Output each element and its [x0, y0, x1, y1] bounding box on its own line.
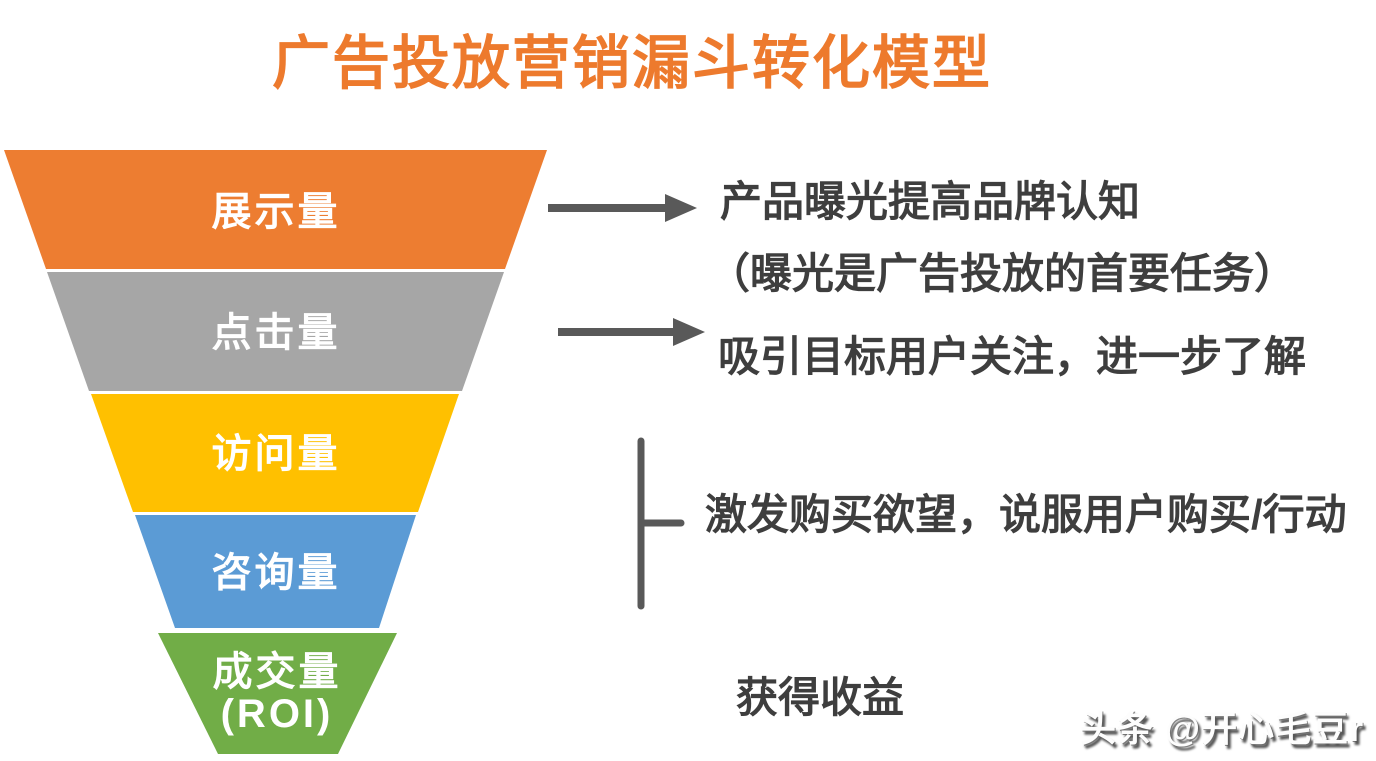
funnel-stage-clicks-label: 点击量	[211, 311, 341, 355]
annotation-desire-action: 激发购买欲望，说服用户购买/行动	[705, 491, 1347, 538]
funnel-stage-impressions-shape	[4, 150, 547, 269]
funnel-stage-deals-label-line2: (ROI)	[220, 692, 334, 736]
funnel-stage-inquiries-label: 咨询量	[211, 551, 341, 595]
funnel-stage-impressions-label: 展示量	[211, 190, 341, 234]
funnel-stage-visits-label: 访问量	[211, 432, 341, 476]
funnel-stage-inquiries-shape	[135, 515, 416, 628]
annotation-awareness-line1: 产品曝光提高品牌认知	[720, 178, 1141, 225]
arrow-right-icon	[548, 194, 697, 222]
funnel-stage-visits-shape	[91, 394, 459, 512]
arrow-right-icon	[558, 318, 705, 346]
funnel-stage-deals-label-line1: 成交量	[212, 650, 342, 694]
annotation-revenue: 获得收益	[736, 674, 905, 721]
annotation-awareness-line2: （曝光是广告投放的首要任务）	[708, 250, 1297, 297]
funnel-stage-deals-label: 成交量 (ROI)	[213, 651, 342, 735]
annotation-interest: 吸引目标用户关注，进一步了解	[718, 333, 1307, 380]
funnel-stage-clicks-shape	[47, 272, 504, 391]
funnel-stage-deals-shape	[158, 633, 397, 754]
watermark: 头条 @开心毛豆r	[1080, 708, 1365, 749]
page-title: 广告投放营销漏斗转化模型	[271, 31, 992, 96]
